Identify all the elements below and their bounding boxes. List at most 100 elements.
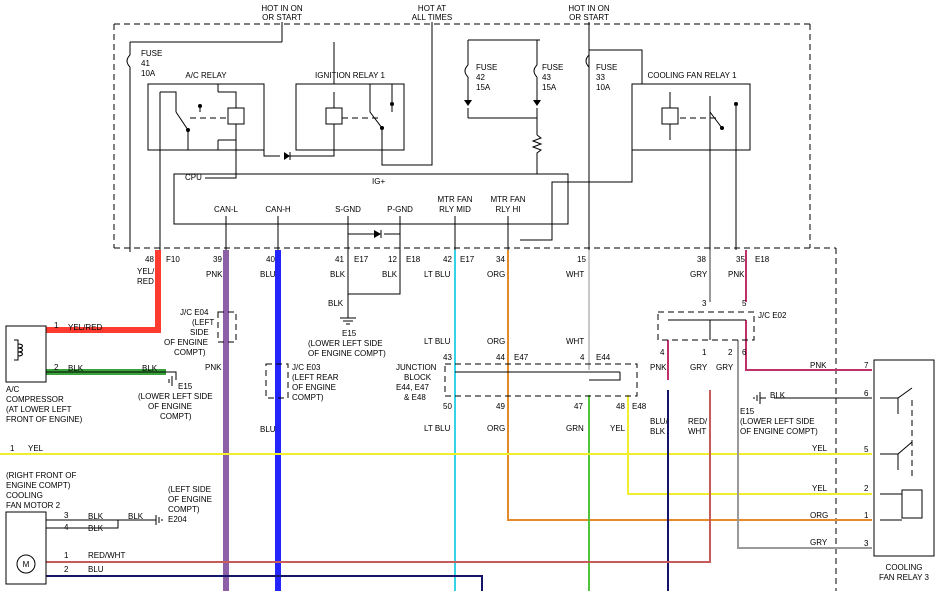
svg-text:(LOWER LEFT SIDE: (LOWER LEFT SIDE: [308, 339, 383, 348]
svg-text:47: 47: [574, 402, 583, 411]
wire-labels: YEL/ RED PNK BLU BLK BLK LT BLU ORG WHT …: [28, 267, 828, 574]
svg-text:OF ENGINE: OF ENGINE: [164, 338, 208, 347]
jc-e03-label: J/C E03 (LEFT REAR OF ENGINE COMPT): [292, 363, 339, 402]
svg-text:6: 6: [864, 389, 869, 398]
jc-e02-label: J/C E02: [758, 311, 787, 320]
junction-block: [444, 363, 638, 397]
cooling-fan-motor-2-box: [5, 511, 47, 585]
svg-text:BLU/: BLU/: [650, 417, 669, 426]
feed-hot1: [130, 22, 283, 43]
ignition-relay-label: IGNITION RELAY 1: [315, 71, 385, 80]
diode-43: [533, 100, 541, 106]
svg-text:3: 3: [64, 511, 69, 520]
wire-red-wht: [46, 390, 711, 563]
svg-text:E17: E17: [460, 255, 475, 264]
svg-text:E204: E204: [168, 515, 187, 524]
svg-text:3: 3: [702, 299, 707, 308]
svg-text:44: 44: [496, 353, 505, 362]
svg-text:PNK: PNK: [810, 361, 827, 370]
svg-text:HOT IN ON: HOT IN ON: [261, 4, 302, 13]
svg-text:40: 40: [266, 255, 275, 264]
svg-text:2: 2: [864, 484, 869, 493]
svg-text:E48: E48: [632, 402, 647, 411]
svg-text:FAN MOTOR 2: FAN MOTOR 2: [6, 501, 61, 510]
fuse-41-symbol: [126, 54, 131, 68]
svg-text:COMPT): COMPT): [292, 393, 324, 402]
cooling-fan-relay-3-label: COOLING FAN RELAY 3: [879, 563, 930, 582]
svg-text:MTR FAN: MTR FAN: [490, 195, 525, 204]
svg-text:& E48: & E48: [404, 393, 426, 402]
svg-text:2: 2: [64, 565, 69, 574]
svg-text:OF ENGINE: OF ENGINE: [292, 383, 336, 392]
svg-text:OF ENGINE COMPT): OF ENGINE COMPT): [308, 349, 386, 358]
svg-text:49: 49: [496, 402, 505, 411]
svg-text:(LOWER LEFT SIDE: (LOWER LEFT SIDE: [740, 417, 815, 426]
svg-text:JUNCTION: JUNCTION: [396, 363, 437, 372]
svg-text:5: 5: [742, 299, 747, 308]
svg-text:COOLING: COOLING: [886, 563, 923, 572]
svg-text:E44, E47: E44, E47: [396, 383, 429, 392]
cpu-canh-label: CAN-H: [265, 205, 291, 214]
svg-text:12: 12: [388, 255, 397, 264]
svg-text:OF ENGINE COMPT): OF ENGINE COMPT): [740, 427, 818, 436]
ground-e15-right-label: E15 (LOWER LEFT SIDE OF ENGINE COMPT): [740, 407, 818, 436]
svg-text:LT BLU: LT BLU: [424, 424, 451, 433]
wire-gry: [709, 250, 872, 549]
motor-icon: [16, 554, 36, 574]
ac-relay-internals: [160, 91, 245, 141]
ground-e15-left-label: E15 (LOWER LEFT SIDE OF ENGINE COMPT): [138, 382, 213, 421]
svg-text:BLK: BLK: [128, 512, 144, 521]
svg-text:4: 4: [64, 523, 69, 532]
svg-text:BLK: BLK: [142, 364, 158, 373]
svg-text:7: 7: [864, 361, 869, 370]
svg-text:BLOCK: BLOCK: [404, 373, 432, 382]
ignition-relay-internals: [325, 92, 393, 140]
fuse-42-symbol: [464, 64, 469, 78]
svg-text:41: 41: [335, 255, 344, 264]
svg-text:34: 34: [496, 255, 505, 264]
svg-text:ORG: ORG: [810, 511, 828, 520]
svg-text:(LEFT REAR: (LEFT REAR: [292, 373, 339, 382]
ac-compressor-box: [5, 325, 47, 383]
svg-text:15A: 15A: [476, 83, 491, 92]
svg-text:FUSE: FUSE: [596, 63, 617, 72]
svg-text:E18: E18: [406, 255, 421, 264]
svg-text:43: 43: [542, 73, 551, 82]
svg-text:YEL: YEL: [812, 444, 828, 453]
svg-text:E47: E47: [514, 353, 529, 362]
svg-text:1: 1: [54, 321, 59, 330]
svg-text:42: 42: [443, 255, 452, 264]
svg-text:HOT IN ON: HOT IN ON: [568, 4, 609, 13]
feed-hot2: [431, 22, 540, 41]
svg-text:BLK: BLK: [330, 270, 346, 279]
svg-text:RED/: RED/: [688, 417, 708, 426]
svg-text:BLU: BLU: [260, 425, 276, 434]
fuse-41-label: FUSE 41 10A: [141, 49, 162, 78]
svg-text:MTR FAN: MTR FAN: [437, 195, 472, 204]
svg-text:5: 5: [864, 445, 869, 454]
svg-text:FUSE: FUSE: [141, 49, 162, 58]
jc-e02-pins: 3 5 4 1 2 6: [660, 299, 747, 357]
cpu-canl-label: CAN-L: [214, 205, 239, 214]
svg-text:YEL: YEL: [28, 444, 44, 453]
svg-text:LT BLU: LT BLU: [424, 337, 451, 346]
svg-text:BLK: BLK: [88, 512, 104, 521]
svg-text:GRY: GRY: [810, 538, 828, 547]
hot-in-on-label-1: HOT IN ON OR START: [261, 4, 302, 22]
hot-at-all-times-label: HOT AT ALL TIMES: [412, 4, 452, 22]
svg-text:6: 6: [742, 348, 747, 357]
svg-text:FAN RELAY 3: FAN RELAY 3: [879, 573, 930, 582]
motor-pin-numbers: 3 4 1 2 1: [10, 444, 69, 574]
svg-text:YEL: YEL: [812, 484, 828, 493]
jc-e03: [265, 363, 289, 399]
wire-blu-motor: [46, 575, 483, 591]
cooling-fan-relay-1-label: COOLING FAN RELAY 1: [647, 71, 737, 80]
svg-text:2: 2: [54, 363, 59, 372]
fuse-42-label: FUSE 42 15A: [476, 63, 497, 92]
svg-text:BLU: BLU: [88, 565, 104, 574]
connector-pin-labels: 48 F10 39 40 41 E17 12 E18 42 E17 34 15 …: [145, 255, 770, 264]
cpu-box: [173, 173, 569, 225]
ac-relay-box: [147, 83, 265, 151]
hot-in-on-label-2: HOT IN ON OR START: [568, 4, 609, 22]
svg-text:FUSE: FUSE: [476, 63, 497, 72]
